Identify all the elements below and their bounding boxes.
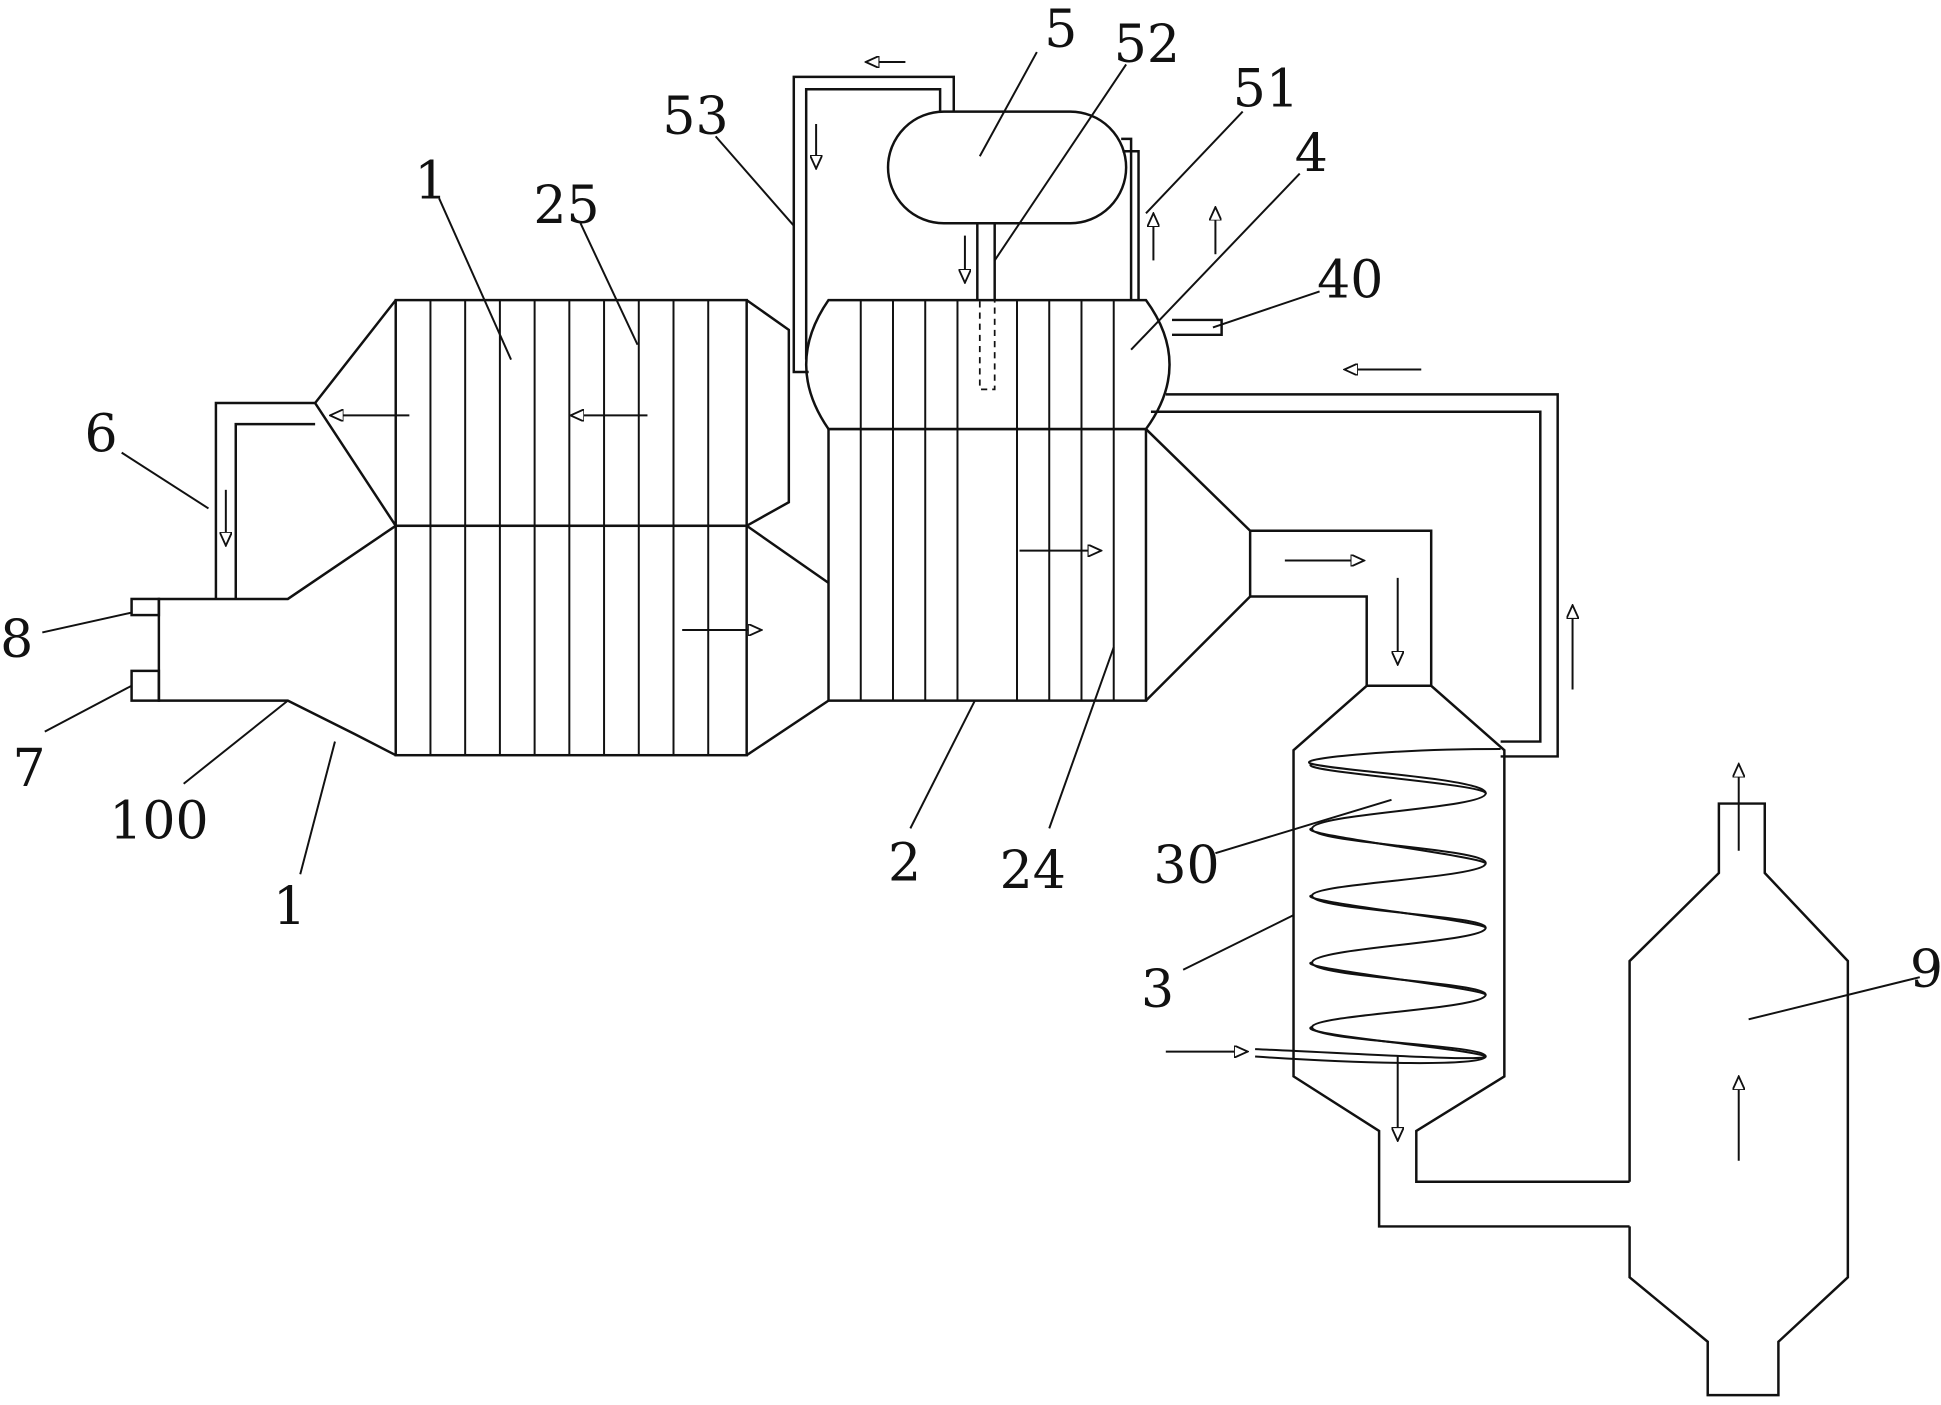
unit-2-exchanger — [805, 298, 1252, 702]
label-100: 100 — [109, 791, 208, 851]
unit-2-outlet-cone — [1145, 428, 1252, 702]
label-2: 2 — [888, 833, 921, 893]
label-53: 53 — [662, 87, 728, 147]
label-52: 52 — [1114, 15, 1180, 75]
return-pipe-inner — [1150, 410, 1542, 743]
leader-lines — [42, 51, 1921, 1021]
unit-1-upper-right-taper — [745, 299, 791, 527]
label-5: 5 — [1044, 0, 1077, 60]
unit-1-tube-lines — [429, 300, 710, 756]
nozzle-40 — [1172, 318, 1223, 337]
unit-1-exchanger — [130, 298, 830, 757]
label-51: 51 — [1233, 60, 1299, 120]
separator-9 — [1628, 802, 1850, 1397]
return-pipe-outer — [1165, 393, 1559, 758]
label-6: 6 — [84, 404, 117, 464]
gas-pipe-inner — [1250, 595, 1368, 686]
steam-drum-5 — [792, 75, 1140, 374]
label-8: 8 — [0, 610, 33, 670]
label-24: 24 — [1000, 841, 1066, 901]
pipe-6-inner — [234, 422, 316, 599]
unit-1-upper-left-cone — [313, 299, 397, 527]
label-3: 3 — [1141, 960, 1174, 1020]
unit-1-inlet-chamber-100 — [157, 524, 397, 757]
coil-exchanger-3 — [1255, 684, 1630, 1228]
label-1-top: 1 — [414, 151, 447, 211]
exchanger-3-shell-right — [1366, 684, 1630, 1184]
unit-1-upper-body — [394, 298, 748, 528]
separator-9-shell — [1628, 802, 1850, 1397]
connecting-pipes — [1150, 393, 1559, 758]
nozzle-8 — [130, 597, 161, 617]
unit-2-body — [827, 427, 1148, 702]
pipe-53-inner — [804, 88, 942, 360]
flow-arrows — [226, 62, 1739, 1161]
gas-pipe-outer — [1250, 529, 1433, 686]
label-4: 4 — [1295, 124, 1328, 184]
dip-tube-52 — [978, 299, 996, 391]
riser-51-outer — [1121, 137, 1133, 301]
label-25: 25 — [533, 176, 599, 236]
label-30: 30 — [1153, 836, 1219, 896]
riser-51-inner — [1122, 150, 1140, 301]
label-7: 7 — [13, 739, 46, 799]
label-9: 9 — [1910, 940, 1941, 1000]
unit-1-lower-body — [394, 524, 748, 757]
label-1-bottom: 1 — [273, 877, 306, 937]
coil-30-back — [1255, 762, 1487, 1065]
pipe-53-outer — [792, 75, 955, 374]
drum-5-shell — [886, 110, 1128, 225]
exchanger-3-shell-left — [1292, 684, 1630, 1228]
label-40: 40 — [1317, 251, 1383, 311]
nozzle-7 — [130, 669, 161, 702]
coil-30 — [1255, 748, 1501, 1060]
reference-numerals: 1 25 53 5 52 51 4 40 6 8 7 100 1 2 24 30… — [0, 0, 1941, 1020]
pipe-6-outer — [214, 401, 316, 599]
unit-2-tube-lines — [859, 300, 1115, 701]
